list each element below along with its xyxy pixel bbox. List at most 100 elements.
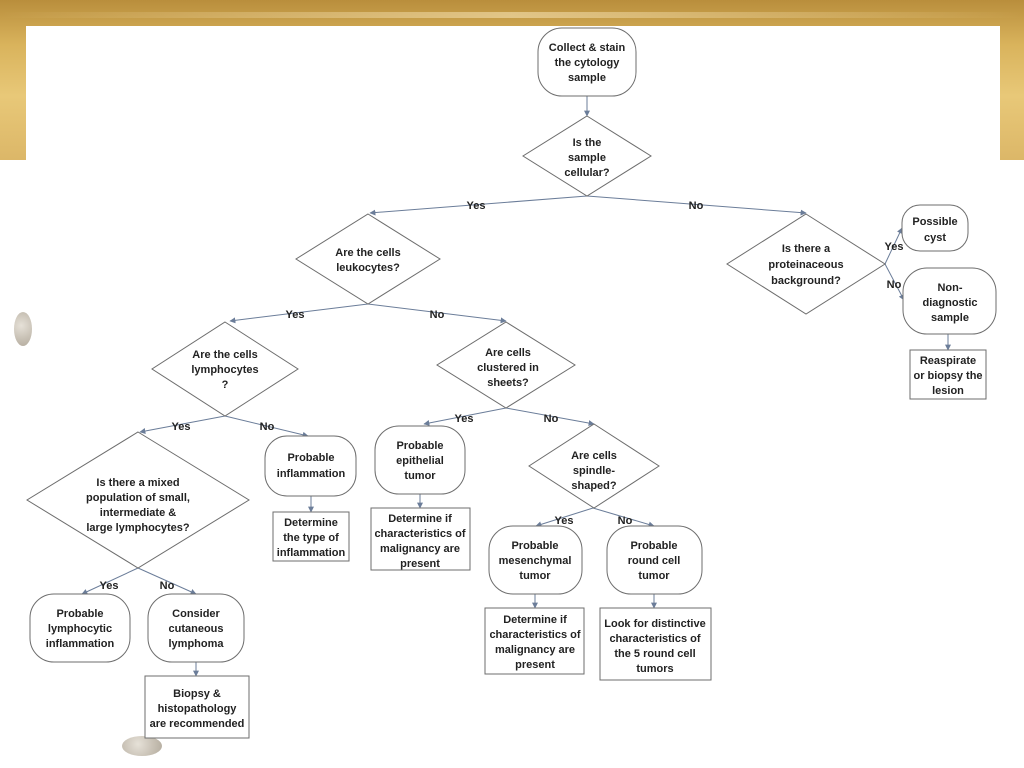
label-yes-lymphocytes: Yes xyxy=(172,421,191,433)
edge-mixed-lymphoma xyxy=(137,567,197,595)
node-collect-line3: sample xyxy=(568,72,606,84)
node-nondiagnostic-line2: diagnostic xyxy=(922,297,977,309)
node-biopsy-line2: histopathology xyxy=(158,703,238,715)
label-yes-cellular: Yes xyxy=(467,200,486,212)
edge-leukocytes-sheets xyxy=(367,303,507,324)
node-lymphocytes-line2: lymphocytes xyxy=(191,364,258,376)
node-reaspirate-line2: or biopsy the xyxy=(913,370,982,382)
node-epithelial-line1: Probable xyxy=(396,440,443,452)
node-proteinaceous: Is there a proteinaceous background? xyxy=(726,213,886,315)
node-leukocytes-line1: Are the cells xyxy=(335,247,400,259)
node-proteinaceous-line1: Is there a xyxy=(782,243,831,255)
edge-sheets-spindle xyxy=(505,407,595,426)
node-proteinaceous-line3: background? xyxy=(771,275,841,287)
node-cellular-line3: cellular? xyxy=(564,167,610,179)
node-determine-type-line3: inflammation xyxy=(277,547,346,559)
label-no-sheets: No xyxy=(544,413,559,425)
node-malig2-line4: present xyxy=(515,659,555,671)
node-mesenchymal-line2: mesenchymal xyxy=(499,555,572,567)
node-cellular-line2: sample xyxy=(568,152,606,164)
node-distinctive-line4: tumors xyxy=(636,663,673,675)
node-nondiagnostic-line3: sample xyxy=(931,312,969,324)
node-roundcell-line1: Probable xyxy=(630,540,677,552)
node-leukocytes: Are the cells leukocytes? xyxy=(295,213,441,305)
node-lymphoma-line1: Consider xyxy=(172,608,220,620)
node-distinctive-line1: Look for distinctive xyxy=(604,618,705,630)
edge-cellular-proteinaceous xyxy=(586,195,807,216)
node-malig2-line3: malignancy are xyxy=(495,644,575,656)
node-mixed-line3: intermediate & xyxy=(100,507,176,519)
header-shine xyxy=(0,12,1024,18)
label-no-mixed: No xyxy=(160,580,175,592)
label-no-leukocytes: No xyxy=(430,309,445,321)
node-probable-lymphocytic: Probable lymphocytic inflammation xyxy=(29,593,131,663)
node-inflammation-line1: Probable xyxy=(287,452,334,464)
node-collect-stain: Collect & stain the cytology sample xyxy=(537,27,637,97)
node-malig2-line1: Determine if xyxy=(503,614,567,626)
node-reaspirate-line3: lesion xyxy=(932,385,964,397)
node-lymphocytic-line3: inflammation xyxy=(46,638,115,650)
node-nondiagnostic: Non- diagnostic sample xyxy=(902,267,997,335)
node-sheets-line2: clustered in xyxy=(477,362,539,374)
node-sheets-line1: Are cells xyxy=(485,347,531,359)
label-yes-mixed: Yes xyxy=(100,580,119,592)
node-mesenchymal-line3: tumor xyxy=(519,570,551,582)
node-collect-line1: Collect & stain xyxy=(549,42,626,54)
label-no-spindle: No xyxy=(618,515,633,527)
node-probable-mesenchymal: Probable mesenchymal tumor xyxy=(488,525,583,595)
node-determine-type: Determine the type of inflammation xyxy=(272,511,350,562)
node-cyst-line2: cyst xyxy=(924,232,946,244)
label-no-cellular: No xyxy=(689,200,704,212)
node-leukocytes-line2: leukocytes? xyxy=(336,262,400,274)
edge-proteinaceous-cyst xyxy=(884,227,903,265)
node-sample-cellular: Is the sample cellular? xyxy=(522,115,652,197)
node-mixed-population: Is there a mixed population of small, in… xyxy=(26,431,250,569)
node-lymphocytic-line2: lymphocytic xyxy=(48,623,112,635)
node-distinctive-characteristics: Look for distinctive characteristics of … xyxy=(599,607,712,681)
node-malig2-line2: characteristics of xyxy=(489,629,580,641)
edges xyxy=(81,96,951,677)
node-cyst-line1: Possible xyxy=(912,216,957,228)
node-biopsy-histopathology: Biopsy & histopathology are recommended xyxy=(144,675,250,739)
node-determine-malignancy-2: Determine if characteristics of malignan… xyxy=(484,607,585,675)
node-reaspirate-line1: Reaspirate xyxy=(920,355,976,367)
node-probable-inflammation: Probable inflammation xyxy=(264,435,357,497)
edge-spindle-mesenchymal xyxy=(535,507,594,528)
node-spindle-line3: shaped? xyxy=(571,480,617,492)
node-lymphocytes-line1: Are the cells xyxy=(192,349,257,361)
edge-mixed-lymphocytic xyxy=(81,567,139,595)
node-biopsy-line3: are recommended xyxy=(150,718,245,730)
node-roundcell-line3: tumor xyxy=(638,570,670,582)
label-yes-spindle: Yes xyxy=(555,515,574,527)
node-lymphoma-line2: cutaneous xyxy=(168,623,223,635)
node-distinctive-line2: characteristics of xyxy=(609,633,700,645)
node-malig1-line1: Determine if xyxy=(388,513,452,525)
node-mixed-line4: large lymphocytes? xyxy=(86,522,190,534)
edge-cellular-leukocytes xyxy=(369,195,588,216)
decorative-medallion-left xyxy=(14,312,32,346)
node-lymphocytes-line3: ? xyxy=(222,379,229,391)
edge-leukocytes-lymphocytes xyxy=(229,303,369,324)
label-yes-sheets: Yes xyxy=(455,413,474,425)
label-yes-proteinaceous: Yes xyxy=(885,241,904,253)
node-mixed-line1: Is there a mixed xyxy=(96,477,179,489)
node-determine-type-line1: Determine xyxy=(284,517,338,529)
node-malig1-line2: characteristics of xyxy=(374,528,465,540)
node-roundcell-line2: round cell xyxy=(628,555,681,567)
node-probable-epithelial: Probable epithelial tumor xyxy=(374,425,466,495)
edge-sheets-epithelial xyxy=(423,407,507,426)
node-consider-lymphoma: Consider cutaneous lymphoma xyxy=(147,593,245,663)
node-possible-cyst: Possible cyst xyxy=(901,204,969,252)
node-spindle-shaped: Are cells spindle- shaped? xyxy=(528,423,660,509)
edge-lymphocytes-inflammation xyxy=(224,415,309,438)
node-spindle-line1: Are cells xyxy=(571,450,617,462)
node-biopsy-line1: Biopsy & xyxy=(173,688,221,700)
node-sheets-line3: sheets? xyxy=(487,377,529,389)
node-distinctive-line3: the 5 round cell xyxy=(614,648,695,660)
node-mesenchymal-line1: Probable xyxy=(511,540,558,552)
node-epithelial-line3: tumor xyxy=(404,470,436,482)
node-lymphocytes: Are the cells lymphocytes ? xyxy=(151,321,299,417)
node-collect-line2: the cytology xyxy=(555,57,621,69)
